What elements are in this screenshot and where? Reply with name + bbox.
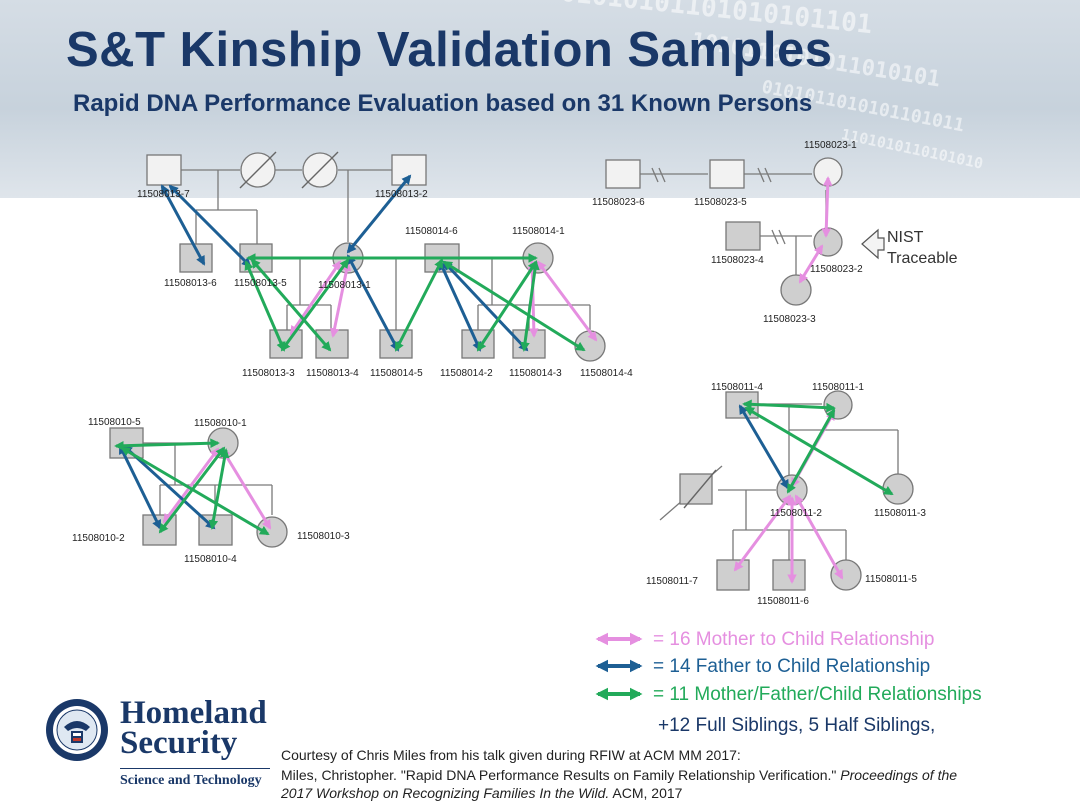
- person-id-label: 11508013-6: [164, 278, 217, 289]
- credit-line3: 2017 Workshop on Recognizing Families In…: [281, 785, 682, 801]
- person-id-label: 11508013-7: [137, 189, 190, 200]
- parent-child-arrows: [114, 253, 894, 536]
- male-symbol: [709, 159, 745, 189]
- page-subtitle: Rapid DNA Performance Evaluation based o…: [73, 90, 813, 117]
- credit-proceedings: Proceedings of the: [840, 767, 958, 783]
- person-id-label: 11508023-2: [810, 264, 863, 275]
- person-id-label: 11508014-1: [512, 226, 565, 237]
- nist-arrow-icon: [861, 228, 885, 260]
- person-id-label: 11508011-4: [711, 382, 763, 393]
- person-id-label: 11508023-6: [592, 197, 645, 208]
- male-symbol: [512, 329, 546, 359]
- person-id-label: 11508011-1: [812, 382, 864, 393]
- nist-label: NIST: [887, 229, 924, 246]
- person-id-label: 11508010-4: [184, 554, 237, 565]
- person-id-label: 11508023-3: [763, 314, 816, 325]
- person-id-label: 11508023-1: [804, 140, 857, 151]
- person-id-label: 11508010-2: [72, 533, 125, 544]
- page-title: S&T Kinship Validation Samples: [66, 23, 833, 77]
- person-id-label: 11508014-3: [509, 368, 562, 379]
- person-id-label: 11508013-3: [242, 368, 295, 379]
- logo-divider: [120, 768, 270, 769]
- female-symbol: [882, 473, 914, 505]
- person-id-label: 11508013-2: [375, 189, 428, 200]
- person-id-label: 11508011-2: [770, 508, 822, 519]
- female-symbol: [780, 274, 812, 306]
- legend-father-child: = 14 Father to Child Relationship: [653, 656, 931, 677]
- person-id-label: 11508011-5: [865, 574, 917, 585]
- person-id-label: 11508011-6: [757, 596, 809, 607]
- person-id-label: 11508011-3: [874, 508, 926, 519]
- deceased-marks: [239, 151, 717, 509]
- male-symbol: [716, 559, 750, 591]
- credit-line1: Courtesy of Chris Miles from his talk gi…: [281, 747, 741, 763]
- person-id-label: 11508011-7: [646, 576, 698, 587]
- male-symbol: [725, 221, 761, 251]
- legend-parent-child: = 11 Mother/Father/Child Relationships: [653, 684, 982, 705]
- person-id-label: 11508014-6: [405, 226, 458, 237]
- credit-line2: Miles, Christopher. "Rapid DNA Performan…: [281, 767, 957, 783]
- person-id-label: 11508014-5: [370, 368, 423, 379]
- credit-publisher: ACM, 2017: [612, 785, 683, 801]
- male-symbol: [146, 154, 182, 186]
- logo-line1: Homeland: [120, 695, 267, 731]
- person-id-label: 11508013-5: [234, 278, 287, 289]
- credit-citation: Miles, Christopher. "Rapid DNA Performan…: [281, 767, 837, 783]
- siblings-note: +12 Full Siblings, 5 Half Siblings,: [658, 715, 936, 736]
- credit-workshop: 2017 Workshop on Recognizing Families In…: [281, 785, 610, 801]
- person-id-label: 11508010-1: [194, 418, 247, 429]
- female-symbol: [823, 390, 853, 420]
- male-symbol: [605, 159, 641, 189]
- legend-mother-child: = 16 Mother to Child Relationship: [653, 629, 935, 650]
- person-id-label: 11508013-4: [306, 368, 359, 379]
- person-id-label: 11508023-5: [694, 197, 747, 208]
- person-id-label: 11508010-3: [297, 531, 350, 542]
- dhs-seal-icon: [46, 699, 108, 761]
- person-id-label: 11508010-5: [88, 417, 141, 428]
- male-symbol: [679, 473, 713, 505]
- male-symbol: [391, 154, 427, 186]
- person-labels: 11508013-7 11508013-2 11508013-6 1150801…: [72, 140, 926, 607]
- male-symbol: [109, 427, 144, 459]
- person-id-label: 11508014-4: [580, 368, 633, 379]
- logo-subtitle: Science and Technology: [120, 773, 262, 788]
- person-id-label: 11508023-4: [711, 255, 764, 266]
- person-id-label: 11508013-1: [318, 280, 371, 291]
- male-symbol: [772, 559, 806, 591]
- nist-label: Traceable: [887, 250, 958, 267]
- female-symbol: [256, 516, 288, 548]
- logo-line2: Security: [120, 725, 238, 761]
- dhs-logo: Homeland Security Science and Technology: [44, 693, 274, 803]
- person-id-label: 11508014-2: [440, 368, 493, 379]
